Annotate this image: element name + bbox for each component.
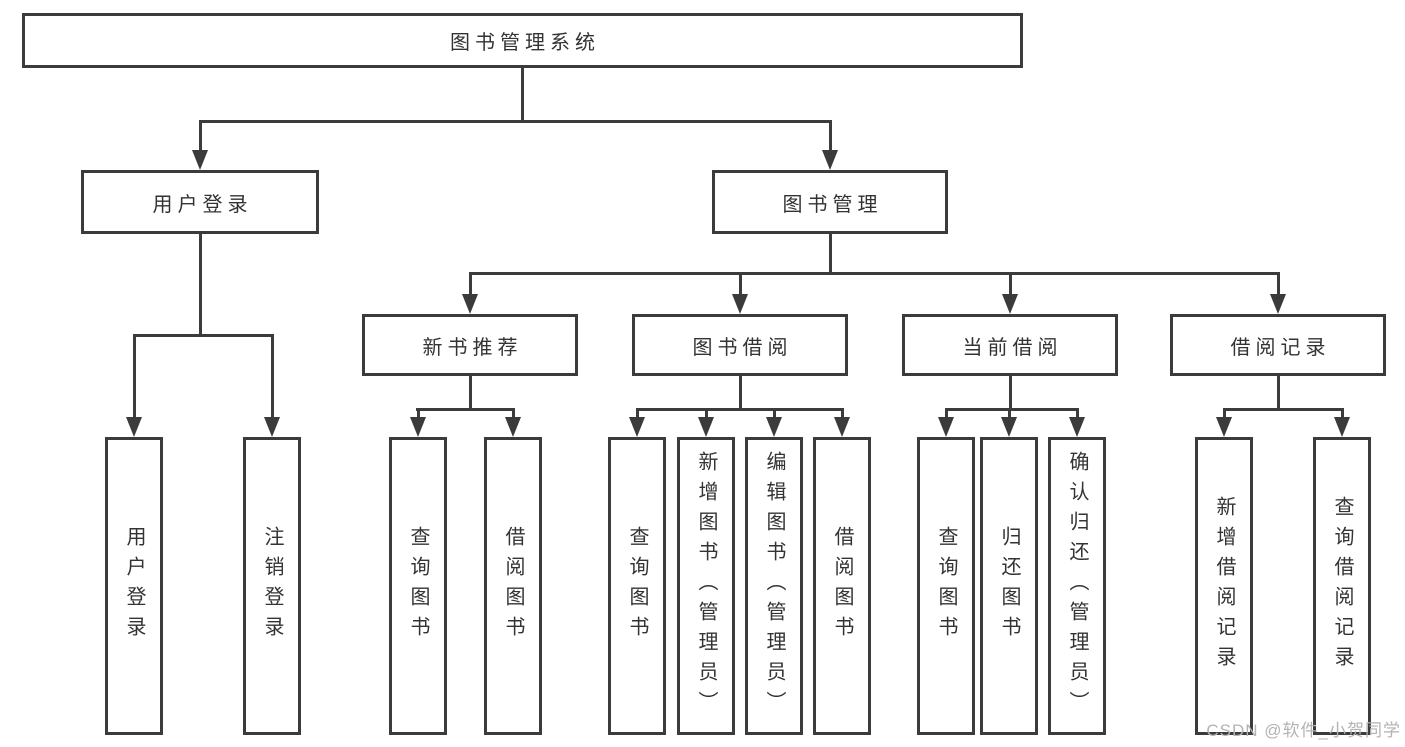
node-logout: 注销登录: [243, 437, 301, 735]
node-label: 借阅记录: [1230, 336, 1331, 359]
connector-line: [773, 408, 776, 420]
connector-line: [1277, 272, 1280, 296]
connector-line: [739, 376, 742, 408]
node-label: 新增借阅记录: [1213, 496, 1235, 676]
node-current-borrowing: 当前借阅: [902, 314, 1118, 376]
node-label: 查询图书: [407, 526, 429, 646]
node-label: 确认归还（管理员）: [1066, 451, 1088, 721]
node-label: 用户登录: [152, 193, 253, 216]
node-label: 用户登录: [123, 526, 145, 646]
connector-line: [416, 408, 515, 411]
connector-line: [945, 408, 1078, 411]
connector-line: [512, 408, 515, 420]
arrow-down-icon: [1001, 417, 1017, 437]
connector-line: [133, 334, 136, 419]
node-label: 查询借阅记录: [1331, 496, 1353, 676]
connector-line: [636, 408, 639, 420]
node-label: 图书管理系统: [450, 32, 600, 54]
connector-line: [739, 272, 742, 296]
node-label: 新书推荐: [422, 336, 523, 359]
node-edit-books-admin: 编辑图书（管理员）: [745, 437, 803, 735]
node-book-management: 图书管理: [712, 170, 948, 234]
arrow-down-icon: [766, 417, 782, 437]
arrow-down-icon: [834, 417, 850, 437]
connector-line: [133, 334, 274, 337]
node-add-borrow-record: 新增借阅记录: [1195, 437, 1253, 735]
node-label: 借阅图书: [831, 526, 853, 646]
node-return-books: 归还图书: [980, 437, 1038, 735]
connector-line: [1277, 376, 1280, 408]
connector-line: [469, 272, 1280, 275]
arrow-down-icon: [505, 417, 521, 437]
connector-line: [1341, 408, 1344, 420]
connector-line: [469, 376, 472, 408]
csdn-watermark: CSDN @软件_小贺同学: [1206, 721, 1401, 740]
connector-line: [705, 408, 708, 420]
node-label: 归还图书: [998, 526, 1020, 646]
arrow-down-icon: [732, 294, 748, 314]
arrow-down-icon: [1270, 294, 1286, 314]
node-query-books-current: 查询图书: [917, 437, 975, 735]
node-borrow-books-recommend: 借阅图书: [484, 437, 542, 735]
connector-line: [469, 272, 472, 296]
node-book-borrowing: 图书借阅: [632, 314, 848, 376]
connector-line: [945, 408, 948, 420]
connector-line: [199, 234, 202, 334]
arrow-down-icon: [462, 294, 478, 314]
node-query-borrow-record: 查询借阅记录: [1313, 437, 1371, 735]
connector-line: [417, 408, 420, 420]
arrow-down-icon: [1069, 417, 1085, 437]
node-borrowing-records: 借阅记录: [1170, 314, 1386, 376]
connector-line: [1009, 272, 1012, 296]
connector-line: [521, 68, 524, 120]
arrow-down-icon: [629, 417, 645, 437]
arrow-down-icon: [938, 417, 954, 437]
connector-line: [829, 234, 832, 272]
arrow-down-icon: [698, 417, 714, 437]
node-query-books-recommend: 查询图书: [389, 437, 447, 735]
arrow-down-icon: [822, 150, 838, 170]
arrow-down-icon: [1216, 417, 1232, 437]
node-new-book-recommendation: 新书推荐: [362, 314, 578, 376]
connector-line: [1076, 408, 1079, 420]
node-label: 借阅图书: [502, 526, 524, 646]
connector-line: [1223, 408, 1226, 420]
arrow-down-icon: [192, 150, 208, 170]
connector-line: [199, 120, 202, 153]
node-label: 当前借阅: [962, 336, 1063, 359]
node-user-login: 用户登录: [81, 170, 319, 234]
connector-line: [199, 120, 832, 123]
node-label: 注销登录: [261, 526, 283, 646]
connector-line: [1223, 408, 1343, 411]
connector-line: [636, 408, 843, 411]
node-label: 查询图书: [626, 526, 648, 646]
connector-line: [1008, 408, 1011, 420]
node-add-books-admin: 新增图书（管理员）: [677, 437, 735, 735]
node-library-management-system: 图书管理系统: [22, 13, 1023, 68]
node-confirm-return-admin: 确认归还（管理员）: [1048, 437, 1106, 735]
node-label: 新增图书（管理员）: [695, 451, 717, 721]
connector-line: [1009, 376, 1012, 408]
node-borrow-books: 借阅图书: [813, 437, 871, 735]
connector-line: [841, 408, 844, 420]
connector-line: [271, 334, 274, 419]
arrow-down-icon: [264, 417, 280, 437]
arrow-down-icon: [126, 417, 142, 437]
arrow-down-icon: [410, 417, 426, 437]
node-label: 编辑图书（管理员）: [763, 451, 785, 721]
connector-line: [829, 120, 832, 153]
node-user-login-leaf: 用户登录: [105, 437, 163, 735]
node-label: 查询图书: [935, 526, 957, 646]
node-query-books-borrowing: 查询图书: [608, 437, 666, 735]
arrow-down-icon: [1002, 294, 1018, 314]
node-label: 图书管理: [782, 193, 883, 216]
node-label: 图书借阅: [692, 336, 793, 359]
arrow-down-icon: [1334, 417, 1350, 437]
